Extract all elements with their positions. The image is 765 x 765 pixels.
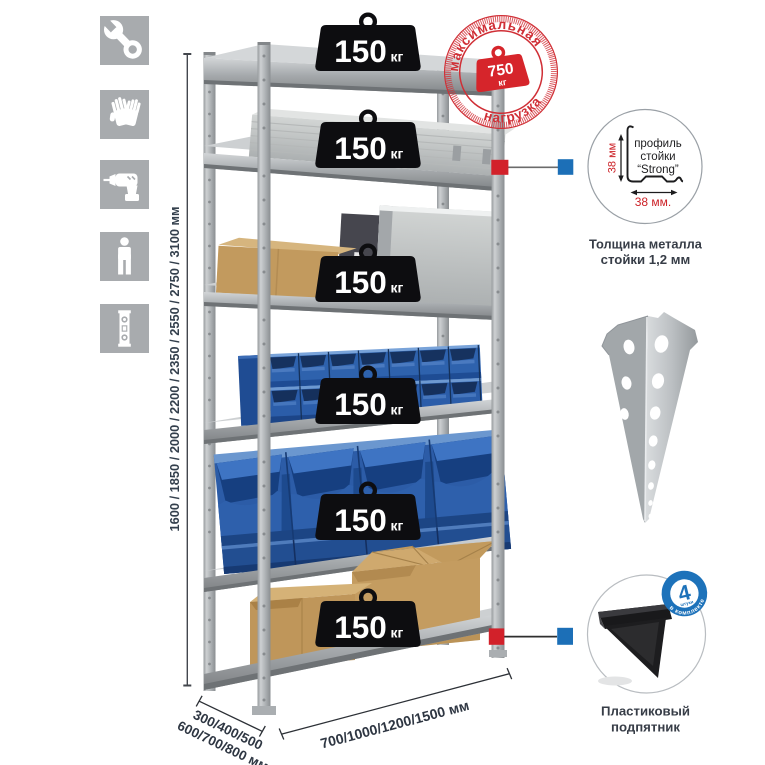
svg-text:подпятник: подпятник [611,720,680,735]
svg-text:стойки 1,2 мм: стойки 1,2 мм [601,252,691,267]
svg-text:кг: кг [391,49,404,65]
svg-text:150: 150 [334,33,387,69]
svg-text:Толщина металла: Толщина металла [589,237,703,252]
svg-text:стойки: стойки [640,151,675,163]
svg-text:750: 750 [487,60,515,80]
svg-text:700/1000/1200/1500 мм: 700/1000/1200/1500 мм [319,697,471,752]
svg-text:Пластиковый: Пластиковый [601,704,690,719]
svg-text:штуки: штуки [680,599,694,607]
svg-text:кг: кг [498,77,508,88]
svg-text:38 мм.: 38 мм. [635,195,672,209]
svg-text:4: 4 [676,580,693,606]
svg-text:1600 / 1850 / 2000 / 2200 / 23: 1600 / 1850 / 2000 / 2200 / 2350 / 2550 … [167,207,182,532]
svg-text:38 мм: 38 мм [607,143,619,173]
svg-text:“Strong”: “Strong” [637,164,679,176]
svg-text:профиль: профиль [634,138,682,150]
